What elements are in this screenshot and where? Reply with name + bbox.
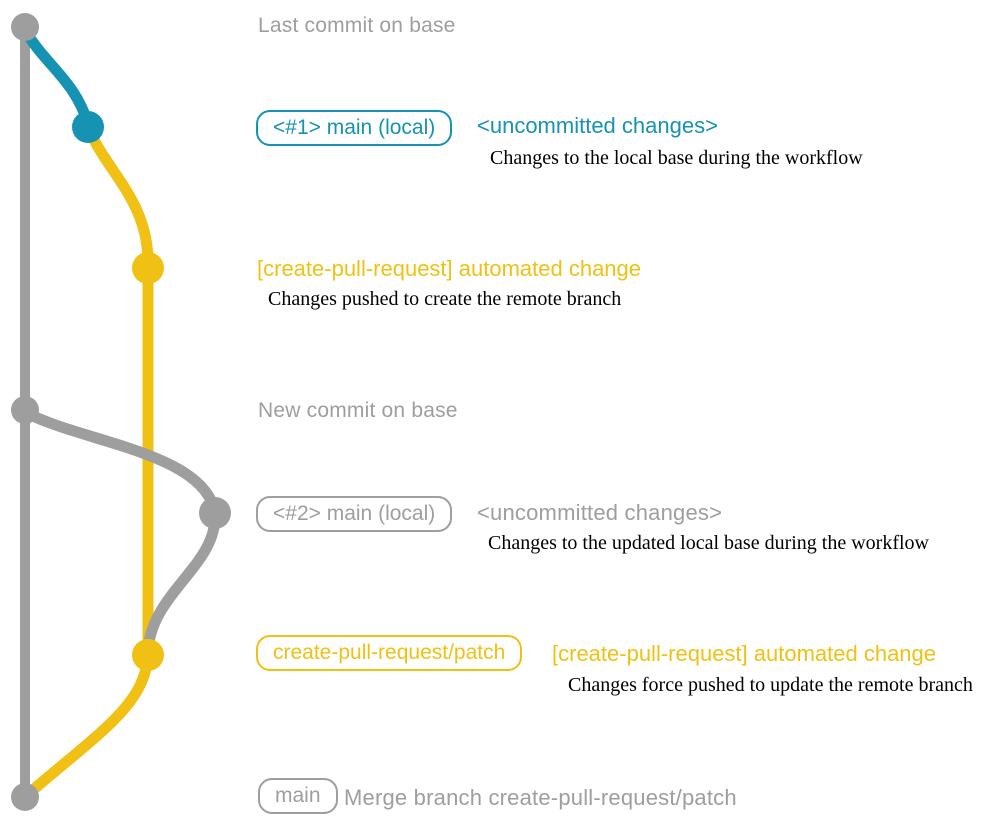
note-force-pushed-update: Changes force pushed to update the remot… <box>568 674 973 696</box>
branch-badge-main: main <box>258 778 338 814</box>
commit-merge <box>11 783 39 811</box>
branch-badge-patch: create-pull-request/patch <box>256 635 523 671</box>
patch-branch-path <box>21 121 154 801</box>
label-last-commit-on-base: Last commit on base <box>258 14 456 37</box>
commit-local-main-1 <box>72 111 104 143</box>
commit-local-main-2 <box>199 497 231 529</box>
message-automated-change-1: [create-pull-request] automated change <box>257 256 642 281</box>
local-main-1-curve <box>19 24 94 130</box>
note-local-base-changes-2: Changes to the updated local base during… <box>488 532 929 554</box>
commit-patch-1 <box>132 252 164 284</box>
commit-new-base <box>11 396 39 424</box>
message-automated-change-2: [create-pull-request] automated change <box>552 641 937 666</box>
status-uncommitted-changes-2: <uncommitted changes> <box>477 500 723 525</box>
note-pushed-create-branch: Changes pushed to create the remote bran… <box>268 288 622 310</box>
branch-badge-main-local-2: <#2> main (local) <box>256 496 453 532</box>
message-merge-branch: Merge branch create-pull-request/patch <box>344 785 737 810</box>
label-new-commit-on-base: New commit on base <box>258 399 458 422</box>
commit-last-base <box>11 13 39 41</box>
status-uncommitted-changes-1: <uncommitted changes> <box>477 113 718 138</box>
branch-badge-main-local-1: <#1> main (local) <box>256 110 453 146</box>
commit-patch-2 <box>132 639 164 671</box>
local-main-2-curve <box>19 406 221 656</box>
note-local-base-changes-1: Changes to the local base during the wor… <box>490 147 863 169</box>
